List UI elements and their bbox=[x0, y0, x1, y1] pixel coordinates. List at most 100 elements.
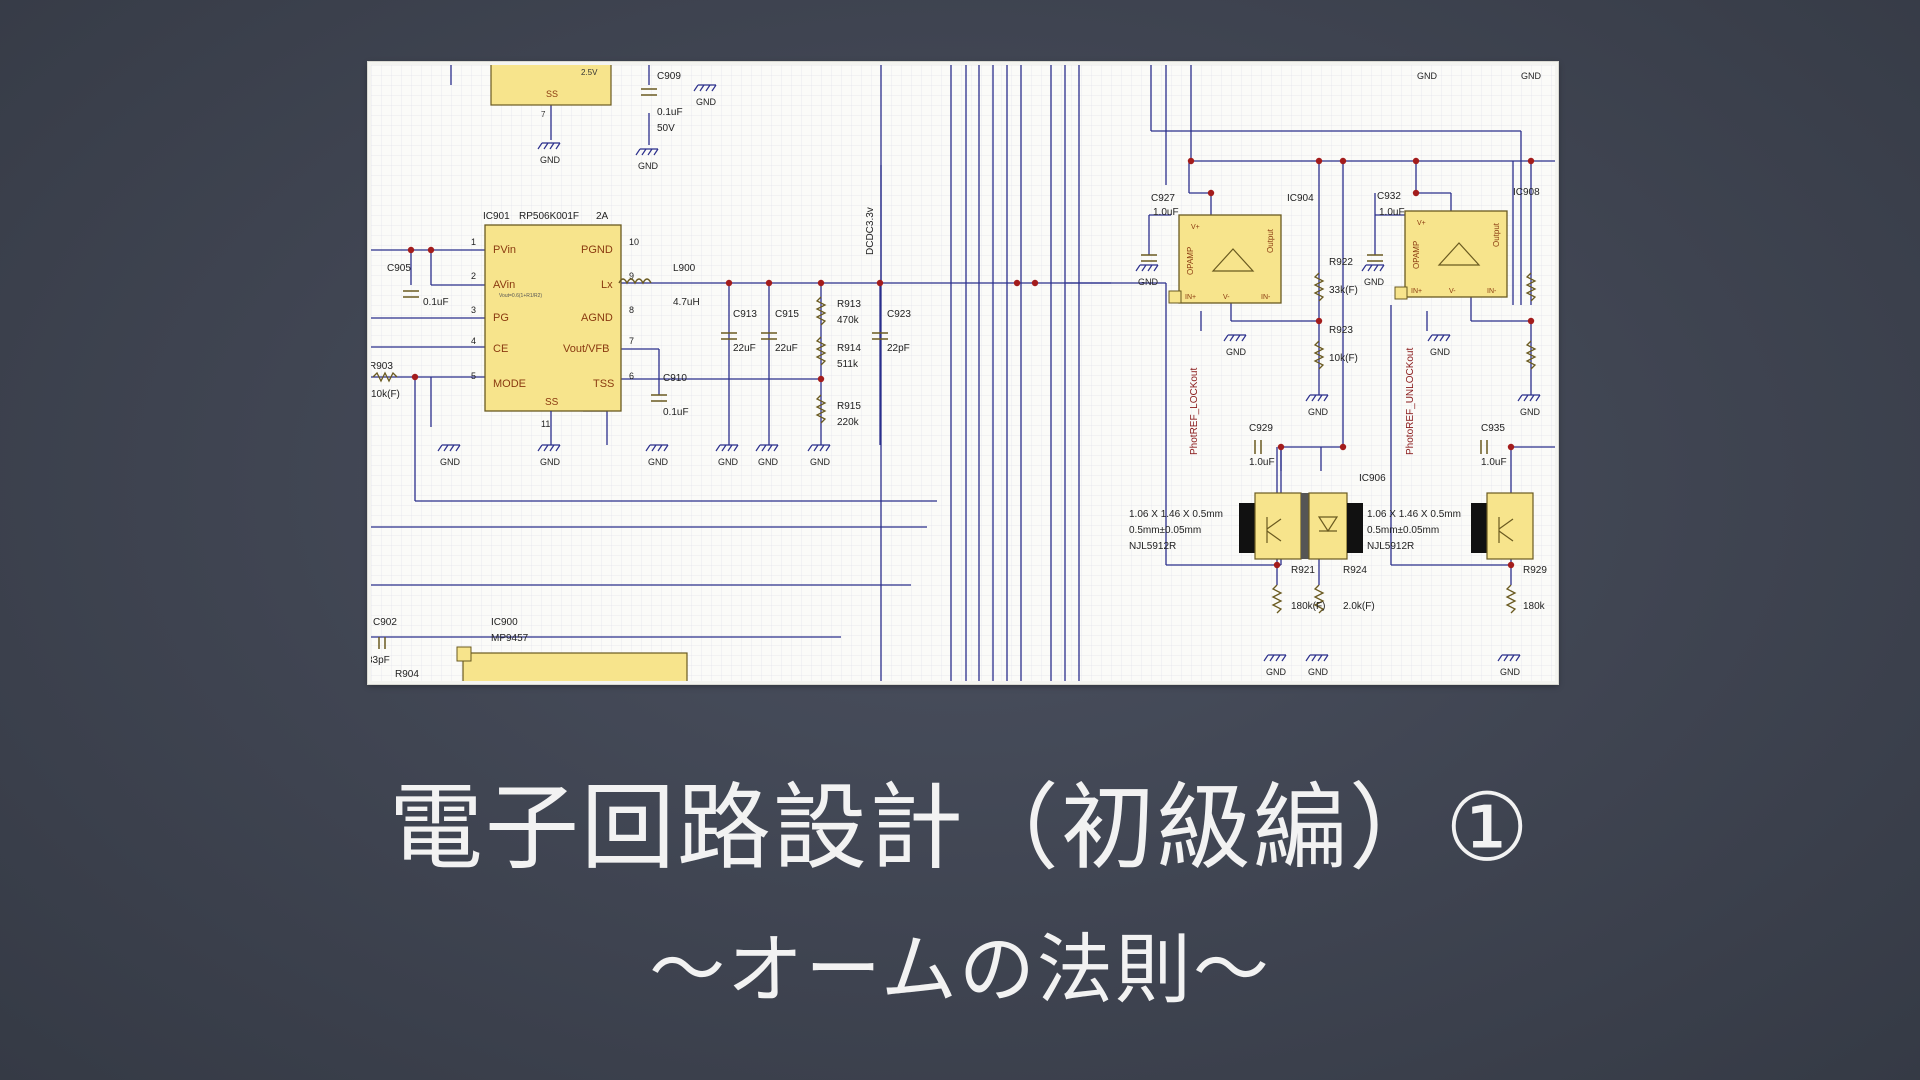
ground-label: GND bbox=[540, 155, 561, 165]
c905-ref: C905 bbox=[387, 263, 411, 274]
ground-label: GND bbox=[1138, 277, 1159, 287]
ground-icon: GND bbox=[755, 444, 779, 467]
c910-value: 0.1uF bbox=[663, 407, 689, 418]
ground-icon: GND bbox=[1361, 264, 1385, 287]
ground-icon: GND bbox=[537, 142, 561, 165]
ic904-ref: IC904 bbox=[1287, 193, 1314, 204]
ic901-pin-pg: PG bbox=[493, 312, 509, 324]
opamp-symbol-icon bbox=[1211, 248, 1255, 272]
ic901-ref: IC901 bbox=[483, 211, 510, 222]
r921-value: 180k(F) bbox=[1291, 601, 1325, 612]
r923-value: 10k(F) bbox=[1329, 353, 1358, 364]
ic908-type: OPAMP bbox=[1412, 241, 1421, 269]
ground-label: GND bbox=[718, 457, 739, 467]
ic908-in-minus: IN- bbox=[1487, 288, 1497, 295]
r903-value: 10k(F) bbox=[371, 389, 400, 400]
top-ic-ss-label: SS bbox=[546, 89, 558, 99]
schematic-image: SS 2.5V 7 IC901 RP506K001F 2A PVin AVin … bbox=[368, 62, 1558, 684]
c929-value: 1.0uF bbox=[1249, 457, 1275, 468]
ic904-pin-square bbox=[1168, 290, 1182, 304]
c909-ref: C909 bbox=[657, 71, 681, 82]
ic901-pinno-4: 4 bbox=[471, 336, 476, 346]
ic908-body bbox=[1404, 210, 1508, 298]
c909-volt: 50V bbox=[657, 123, 675, 134]
opamp-symbol-icon bbox=[1437, 242, 1481, 266]
diode-icon bbox=[1317, 516, 1339, 533]
ground-label: GND bbox=[1226, 347, 1247, 357]
r922-value: 33k(F) bbox=[1329, 285, 1358, 296]
ic906-part2: NJL5912R bbox=[1367, 541, 1414, 552]
ic904-in-minus: IN- bbox=[1261, 294, 1271, 301]
c902-value: 33pF bbox=[371, 655, 390, 666]
ic908-ref: IC908 bbox=[1513, 187, 1540, 198]
ic901-pinno-5: 5 bbox=[471, 371, 476, 381]
ic901-pin-ce: CE bbox=[493, 343, 508, 355]
c923-value: 22pF bbox=[887, 343, 910, 354]
ground-label: GND bbox=[440, 457, 461, 467]
ic901-pin-mode: MODE bbox=[493, 378, 526, 390]
ic906-pkg2: 1.06 X 1.46 X 0.5mm bbox=[1367, 509, 1461, 520]
ic906-tab-left bbox=[1239, 503, 1255, 553]
ic908-vminus: V- bbox=[1449, 288, 1456, 295]
ic901-pinno-10: 10 bbox=[629, 237, 639, 247]
r922-ref: R922 bbox=[1329, 257, 1353, 268]
ground-label: GND bbox=[1417, 71, 1438, 81]
net-dcdc: DCDC3.3v bbox=[865, 207, 876, 255]
c935-ref: C935 bbox=[1481, 423, 1505, 434]
r914-value: 511k bbox=[837, 359, 859, 370]
ic901-pin-lx: Lx bbox=[601, 279, 613, 291]
ic900-pin-square bbox=[456, 646, 472, 662]
c935-value: 1.0uF bbox=[1481, 457, 1507, 468]
ic904-out: Output bbox=[1266, 228, 1275, 253]
ground-symbols: GND GND GND GND GND GND GND GND GND GND GND GND GND G… bbox=[437, 71, 1542, 677]
ground-icon: GND bbox=[645, 444, 669, 467]
circuit-schematic: SS 2.5V 7 IC901 RP506K001F 2A PVin AVin … bbox=[371, 65, 1555, 681]
r904-ref: R904 bbox=[395, 669, 419, 680]
c923-ref: C923 bbox=[887, 309, 911, 320]
l900-value: 4.7uH bbox=[673, 297, 700, 308]
ic906-phototransistor-body bbox=[1254, 492, 1302, 560]
ic900-ref: IC900 bbox=[491, 617, 518, 628]
r915-ref: R915 bbox=[837, 401, 861, 412]
ic908-vplus: V+ bbox=[1417, 220, 1426, 227]
r914-ref: R914 bbox=[837, 343, 861, 354]
ic904-vminus: V- bbox=[1223, 294, 1230, 301]
ic904: IC904 OPAMP Output IN+ IN- V+ V- bbox=[1168, 193, 1314, 304]
r915-value: 220k bbox=[837, 417, 860, 428]
ic901-pin-vout: Vout/VFB bbox=[563, 343, 609, 355]
ic901-part: RP506K001F bbox=[519, 211, 579, 222]
ic908-in-plus: IN+ bbox=[1411, 288, 1422, 295]
phototransistor-icon bbox=[1266, 517, 1282, 543]
ic901-pin-ss: SS bbox=[545, 397, 559, 408]
ic906-divider bbox=[1301, 493, 1309, 559]
ground-icon: GND bbox=[1135, 264, 1159, 287]
ground-label: GND bbox=[758, 457, 779, 467]
r903-ref: R903 bbox=[371, 361, 393, 372]
ground-icon: GND bbox=[1427, 334, 1451, 357]
c929-ref: C929 bbox=[1249, 423, 1273, 434]
ic901-pin-agnd: AGND bbox=[581, 312, 613, 324]
ground-icon: GND bbox=[807, 444, 831, 467]
ground-label: GND bbox=[1500, 667, 1521, 677]
c915-value: 22uF bbox=[775, 343, 798, 354]
c902-ref: C902 bbox=[373, 617, 397, 628]
ic906-part: NJL5912R bbox=[1129, 541, 1176, 552]
ic901-pinno-3: 3 bbox=[471, 305, 476, 315]
ic901-pinno-9: 9 bbox=[629, 271, 634, 281]
net-unlockout: PhotoREF_UNLOCKout bbox=[1405, 348, 1416, 455]
ground-label: GND bbox=[540, 457, 561, 467]
ground-icon: GND bbox=[715, 444, 739, 467]
top-ic-pin7: 7 bbox=[541, 110, 546, 119]
c909-value: 0.1uF bbox=[657, 107, 683, 118]
ground-icon: GND bbox=[537, 444, 561, 467]
ic901-pin-tss: TSS bbox=[593, 378, 614, 390]
component-labels: C909 0.1uF 50V C905 0.1uF C910 0.1uF C91… bbox=[371, 71, 1547, 680]
phototransistor-icon bbox=[1498, 517, 1514, 543]
c932-ref: C932 bbox=[1377, 191, 1401, 202]
r924-ref: R924 bbox=[1343, 565, 1367, 576]
ic906-pkg: 1.06 X 1.46 X 0.5mm bbox=[1129, 509, 1223, 520]
ground-icon: GND bbox=[635, 148, 659, 171]
ground-icon: GND bbox=[1223, 334, 1247, 357]
ic906-ref: IC906 bbox=[1359, 473, 1386, 484]
ic900-part: MP9457 bbox=[491, 633, 529, 644]
